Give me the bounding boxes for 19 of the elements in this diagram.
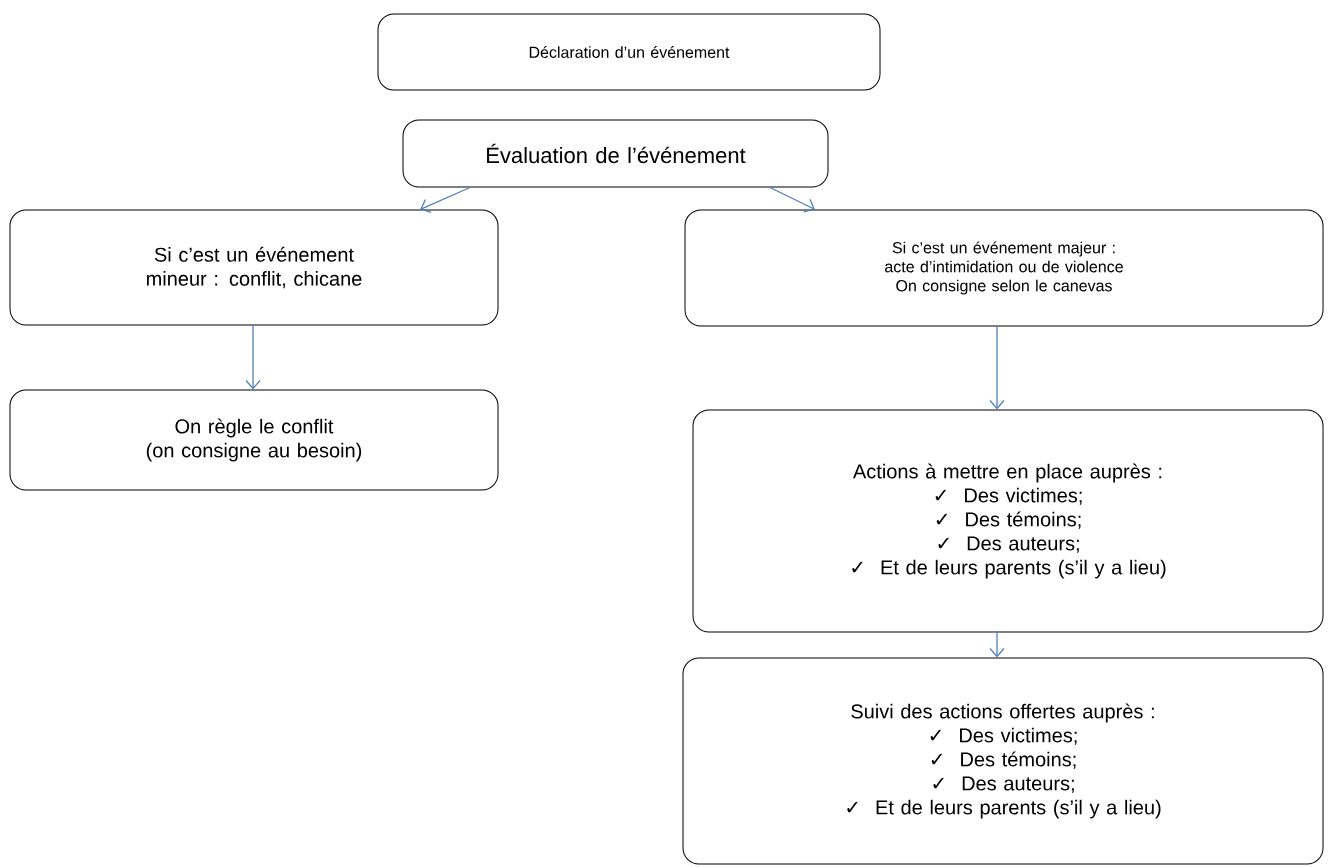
check-mark: ✓ [936,513,948,525]
process-box: Évaluation de l’événement [402,119,829,188]
arrow [245,324,261,390]
process-box: On règle le conflit (on consigne au besoin) [9,389,499,491]
arrow [989,631,1005,658]
process-box: Si c’est un événement mineur : conflit, chicane [9,209,499,326]
check-mark: ✓ [931,753,943,765]
check-mark: ✓ [852,561,863,573]
process-box: Si c’est un événement majeur : acte d’intimidation ou de violence On consigne selon le canevas [684,209,1324,327]
arrow [989,325,1005,410]
check-mark: ✓ [933,777,944,789]
process-box: Déclaration d’un événement [377,13,881,91]
process-box: Actions à mettre en place auprès : ✓ Des victimes; ✓ Des témoins; ✓ Des auteurs; ✓ Et de leurs parents (s’il y a lieu) [692,409,1324,633]
check-mark: ✓ [938,537,949,549]
check-mark: ✓ [935,489,946,501]
arrow [769,186,815,213]
check-mark: ✓ [930,729,941,741]
check-mark: ✓ [847,801,858,813]
process-box: Suivi des actions offertes auprès : ✓ Des victimes; ✓ Des témoins; ✓ Des auteurs; ✓ Et de leurs parents (s’il y a lieu) [682,657,1324,865]
